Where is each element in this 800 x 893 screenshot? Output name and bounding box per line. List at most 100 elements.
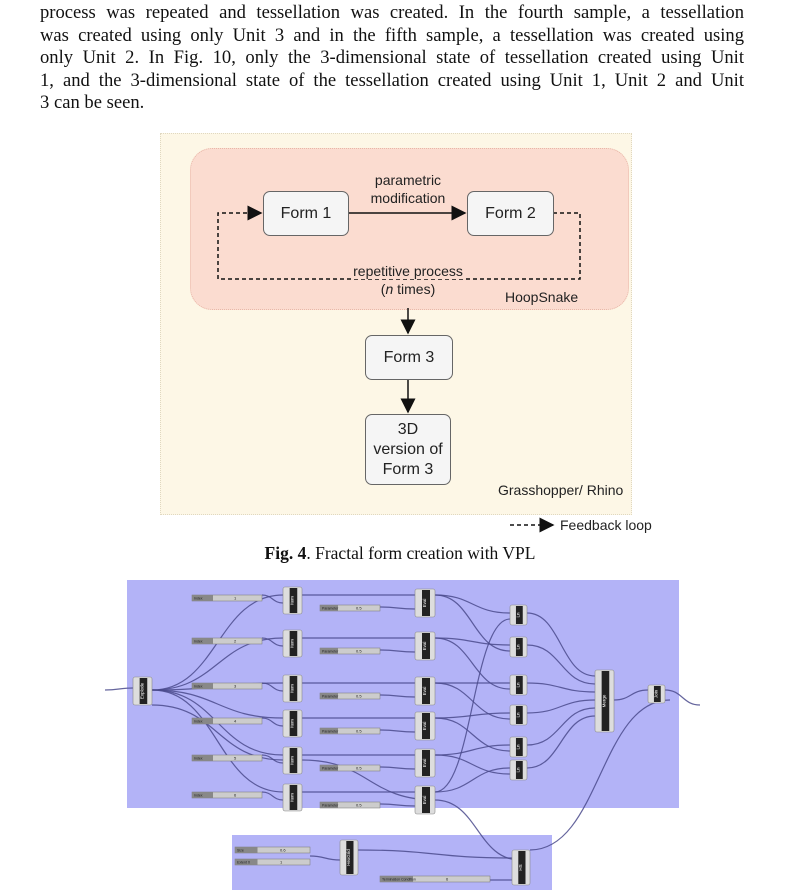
paragraph-line: process was repeated and tessellation wa… [40,2,744,23]
form2-box: Form 2 [467,191,554,236]
wire [434,594,511,652]
parameter-slider-label: Parameter [322,804,339,808]
wire [526,644,596,685]
item-component-label-bg [289,711,298,736]
item-component-label-bg [289,631,298,656]
termination-slider-value: 6 [446,877,449,882]
figure-number: Fig. 4 [264,543,307,563]
ln-component-label-bg [515,638,523,656]
ln-component-label: Ln [515,744,520,750]
wire [379,606,416,610]
wire [261,682,284,692]
item-component-label-bg [289,748,298,773]
wire [526,682,596,693]
extent-slider-name-bg [235,859,258,865]
parameter-slider-label: Parameter [322,730,339,734]
ln-component-label-bg [515,676,523,694]
paragraph-line: 1, and the 3-dimensional state of the te… [40,69,744,91]
index-slider-value: 5 [234,756,237,761]
wire [151,689,284,793]
ln-component-label-bg [515,706,523,724]
eval-component-label: Eval [422,722,427,731]
n-variable: n [385,281,394,297]
wire [379,766,416,770]
ln-component-label: Ln [515,682,520,688]
form3-box: Form 3 [365,335,453,380]
wire [379,694,416,698]
index-slider-label: Index [194,794,203,798]
parameter-slider-label: Parameter [322,767,339,771]
item-component-label-bg [289,676,298,701]
wire [261,791,284,801]
legend-feedback-loop: Feedback loop [560,517,652,533]
index-slider-name-bg [192,595,213,601]
diagram-arrows [217,205,581,533]
item-component-label: Item [289,684,294,693]
index-slider-label: Index [194,720,203,724]
index-slider-value: 1 [234,596,237,601]
eval-component-label-bg [422,633,430,659]
eval-component-label-bg [422,678,430,704]
index-slider-label: Index [194,685,203,689]
index-slider-label: Index [194,597,203,601]
parameter-slider-label: Parameter [322,695,339,699]
merge-component-label: Merge [601,694,606,707]
index-slider-value: 3 [234,684,237,689]
paren: ( [380,281,386,297]
wire [434,767,511,793]
eval-component-label-bg [422,787,430,813]
wire [434,594,511,614]
eval-component-label: Eval [422,599,427,608]
body-paragraph: process was repeated and tessellation wa… [40,2,744,115]
caption-text: . Fractal form creation with VPL [306,543,536,563]
wire [434,717,511,752]
parameter-slider-name-bg [320,648,338,654]
wire [529,699,671,851]
wire [151,637,284,691]
index-slider-name-bg [192,718,213,724]
parameter-slider-value: 0.5 [356,649,362,654]
parameter-slider-value: 0.5 [356,766,362,771]
parametric-modification-label: parametric modification [370,172,446,206]
wire [526,699,596,714]
index-slider-name-bg [192,683,213,689]
parameter-slider-name-bg [320,605,338,611]
wire [261,717,284,727]
merge-component-label-bg [601,671,610,731]
loop-label: repetitive process [353,263,463,279]
index-slider-name-bg [192,638,213,644]
wire [379,649,416,653]
wire [261,594,284,604]
paragraph-line: only Unit 2. In Fig. 10, only the 3-dime… [40,47,744,69]
extent-slider-value: 1 [280,860,283,865]
wire [151,689,284,719]
item-component-label: Item [289,639,294,648]
item-component-label-bg [289,588,298,613]
termination-slider-name-bg [380,876,413,882]
index-slider-value: 4 [234,719,237,724]
paragraph-line: 3 can be seen. [40,92,145,114]
parameter-slider-label: Parameter [322,650,339,654]
item-component-label-bg [289,785,298,810]
ln-component-label: Ln [515,767,520,773]
wire [151,704,284,761]
wire [261,637,284,647]
wire [357,849,513,859]
wire [526,707,596,746]
eval-component-label: Eval [422,796,427,805]
termination-slider-label: Termination Condition [382,878,416,882]
item-component-label: Item [289,793,294,802]
parameter-slider-name-bg [320,728,338,734]
ln-component-label: Ln [515,644,520,650]
explode-component-label-bg [139,678,148,704]
ln-component-label: Ln [515,712,520,718]
form3d-box: 3D version of Form 3 [365,414,451,485]
wire [309,855,341,861]
repetitive-process-label: repetitive process (n times) [330,262,486,298]
eval-component-label: Eval [422,759,427,768]
wire [434,754,511,775]
wire [301,759,436,801]
parameter-slider-value: 0.5 [356,694,362,699]
ln-component-label-bg [515,738,523,756]
